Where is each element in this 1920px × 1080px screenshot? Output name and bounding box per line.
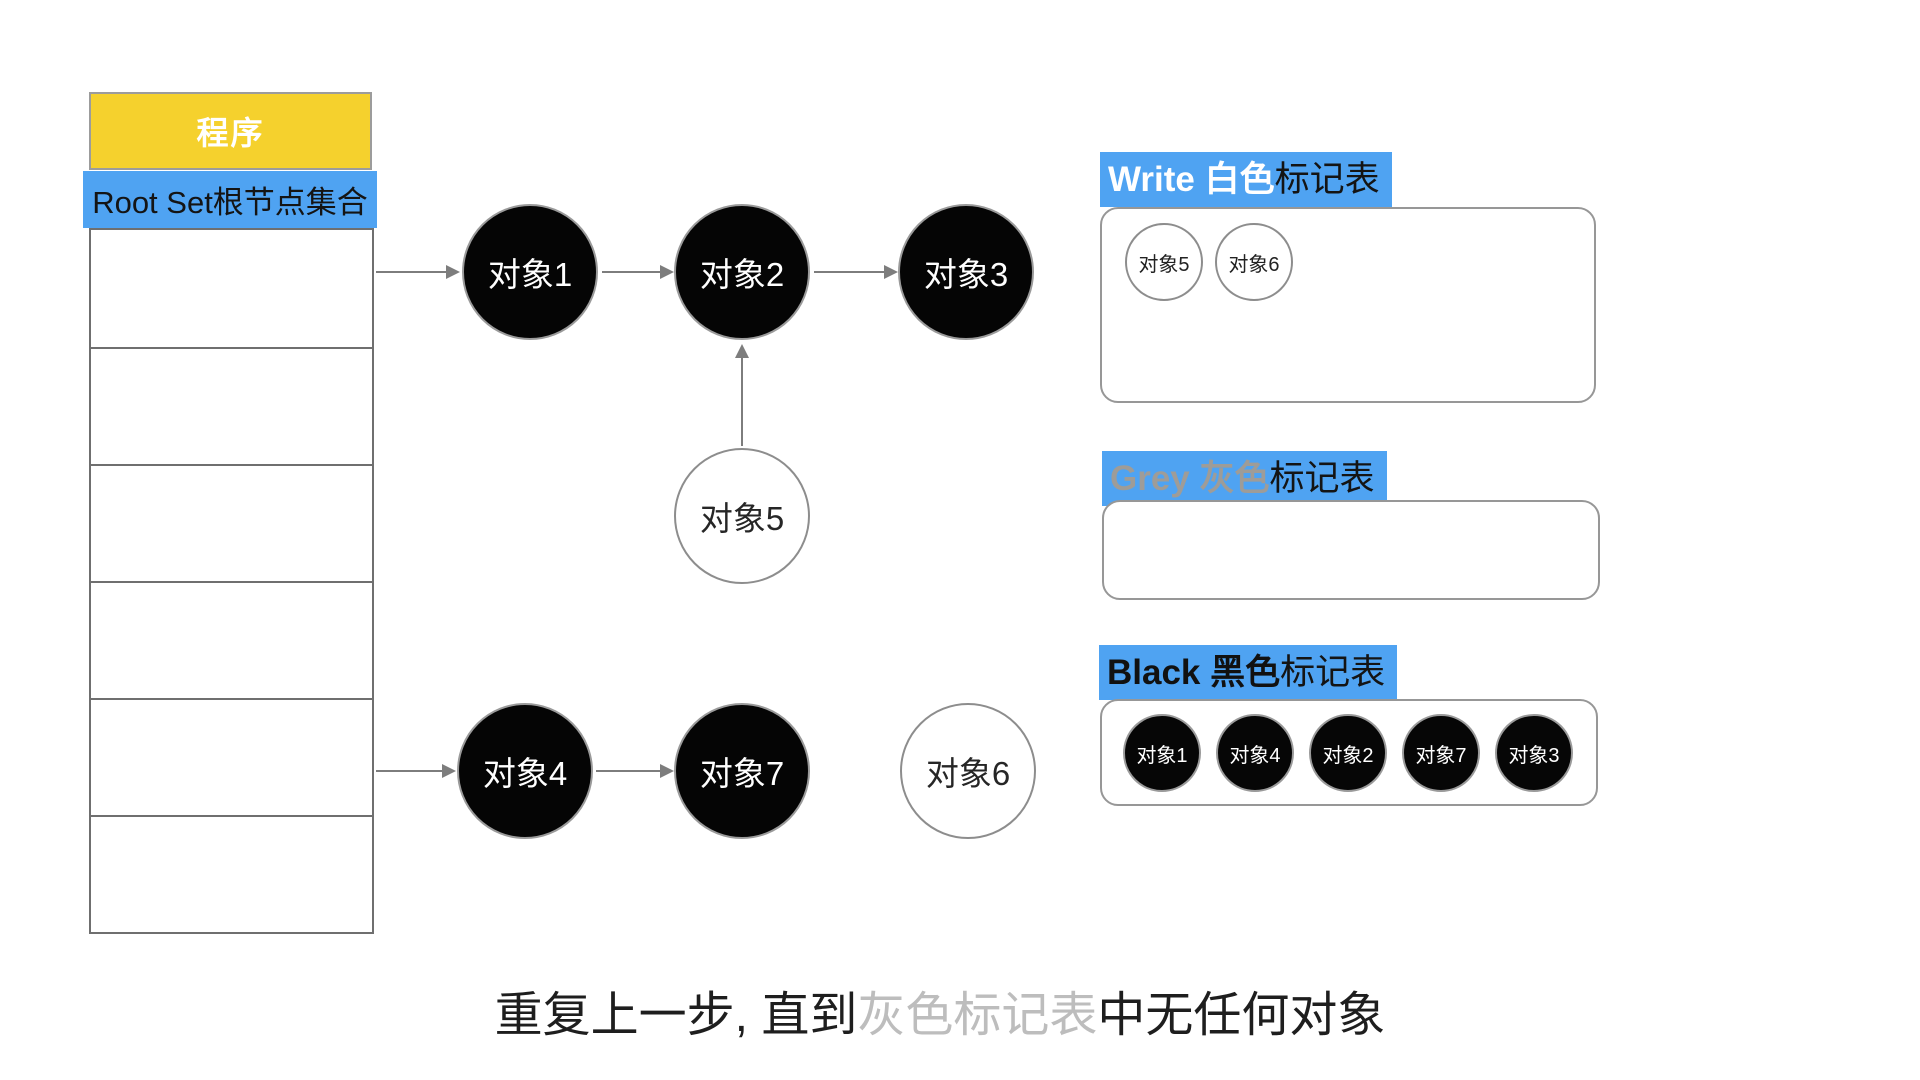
graph-node-obj7: 对象7 <box>674 703 810 839</box>
program-table-row <box>91 230 372 347</box>
black-mark-table-label-en: Black 黑色 <box>1107 653 1281 692</box>
mark-table-member: 对象3 <box>1495 714 1573 792</box>
caption-before: 重复上一步, 直到 <box>494 989 858 1042</box>
black-mark-table-label: Black 黑色标记表 <box>1099 645 1398 700</box>
white-mark-table-label-cn: 标记表 <box>1274 160 1380 199</box>
graph-node-obj3: 对象3 <box>898 204 1034 340</box>
graph-node-obj6: 对象6 <box>900 703 1036 839</box>
mark-table-member: 对象4 <box>1216 714 1294 792</box>
white-mark-table-label: Write 白色标记表 <box>1100 152 1392 207</box>
grey-mark-table-label-en: Grey 灰色 <box>1110 459 1270 498</box>
black-mark-table-label-cn: 标记表 <box>1280 653 1386 692</box>
white-mark-table-label-en: Write 白色 <box>1108 160 1275 199</box>
mark-table-member: 对象1 <box>1123 714 1201 792</box>
caption-after: 中无任何对象 <box>1097 989 1386 1042</box>
program-table-row <box>91 464 372 581</box>
caption: 重复上一步, 直到灰色标记表中无任何对象 <box>0 975 1880 1045</box>
root-set-label: Root Set根节点集合 <box>92 185 368 220</box>
program-table-body <box>89 228 374 934</box>
mark-table-member: 对象6 <box>1215 223 1293 301</box>
program-table-header-label: 程序 <box>196 115 265 151</box>
program-table-row <box>91 698 372 815</box>
caption-highlight: 灰色标记表 <box>857 989 1098 1042</box>
program-table-row <box>91 815 372 932</box>
mark-table-member: 对象5 <box>1125 223 1203 301</box>
program-table-header: 程序 <box>89 92 372 170</box>
program-table-row <box>91 581 372 698</box>
graph-node-obj5: 对象5 <box>674 448 810 584</box>
grey-mark-table-label: Grey 灰色标记表 <box>1102 451 1387 506</box>
mark-table-member: 对象2 <box>1309 714 1387 792</box>
graph-node-obj2: 对象2 <box>674 204 810 340</box>
graph-node-obj1: 对象1 <box>462 204 598 340</box>
grey-mark-table-box <box>1102 500 1600 600</box>
program-table-row <box>91 347 372 464</box>
graph-node-obj4: 对象4 <box>457 703 593 839</box>
grey-mark-table-label-cn: 标记表 <box>1269 459 1375 498</box>
mark-table-member: 对象7 <box>1402 714 1480 792</box>
root-set-row: Root Set根节点集合 <box>83 171 377 228</box>
